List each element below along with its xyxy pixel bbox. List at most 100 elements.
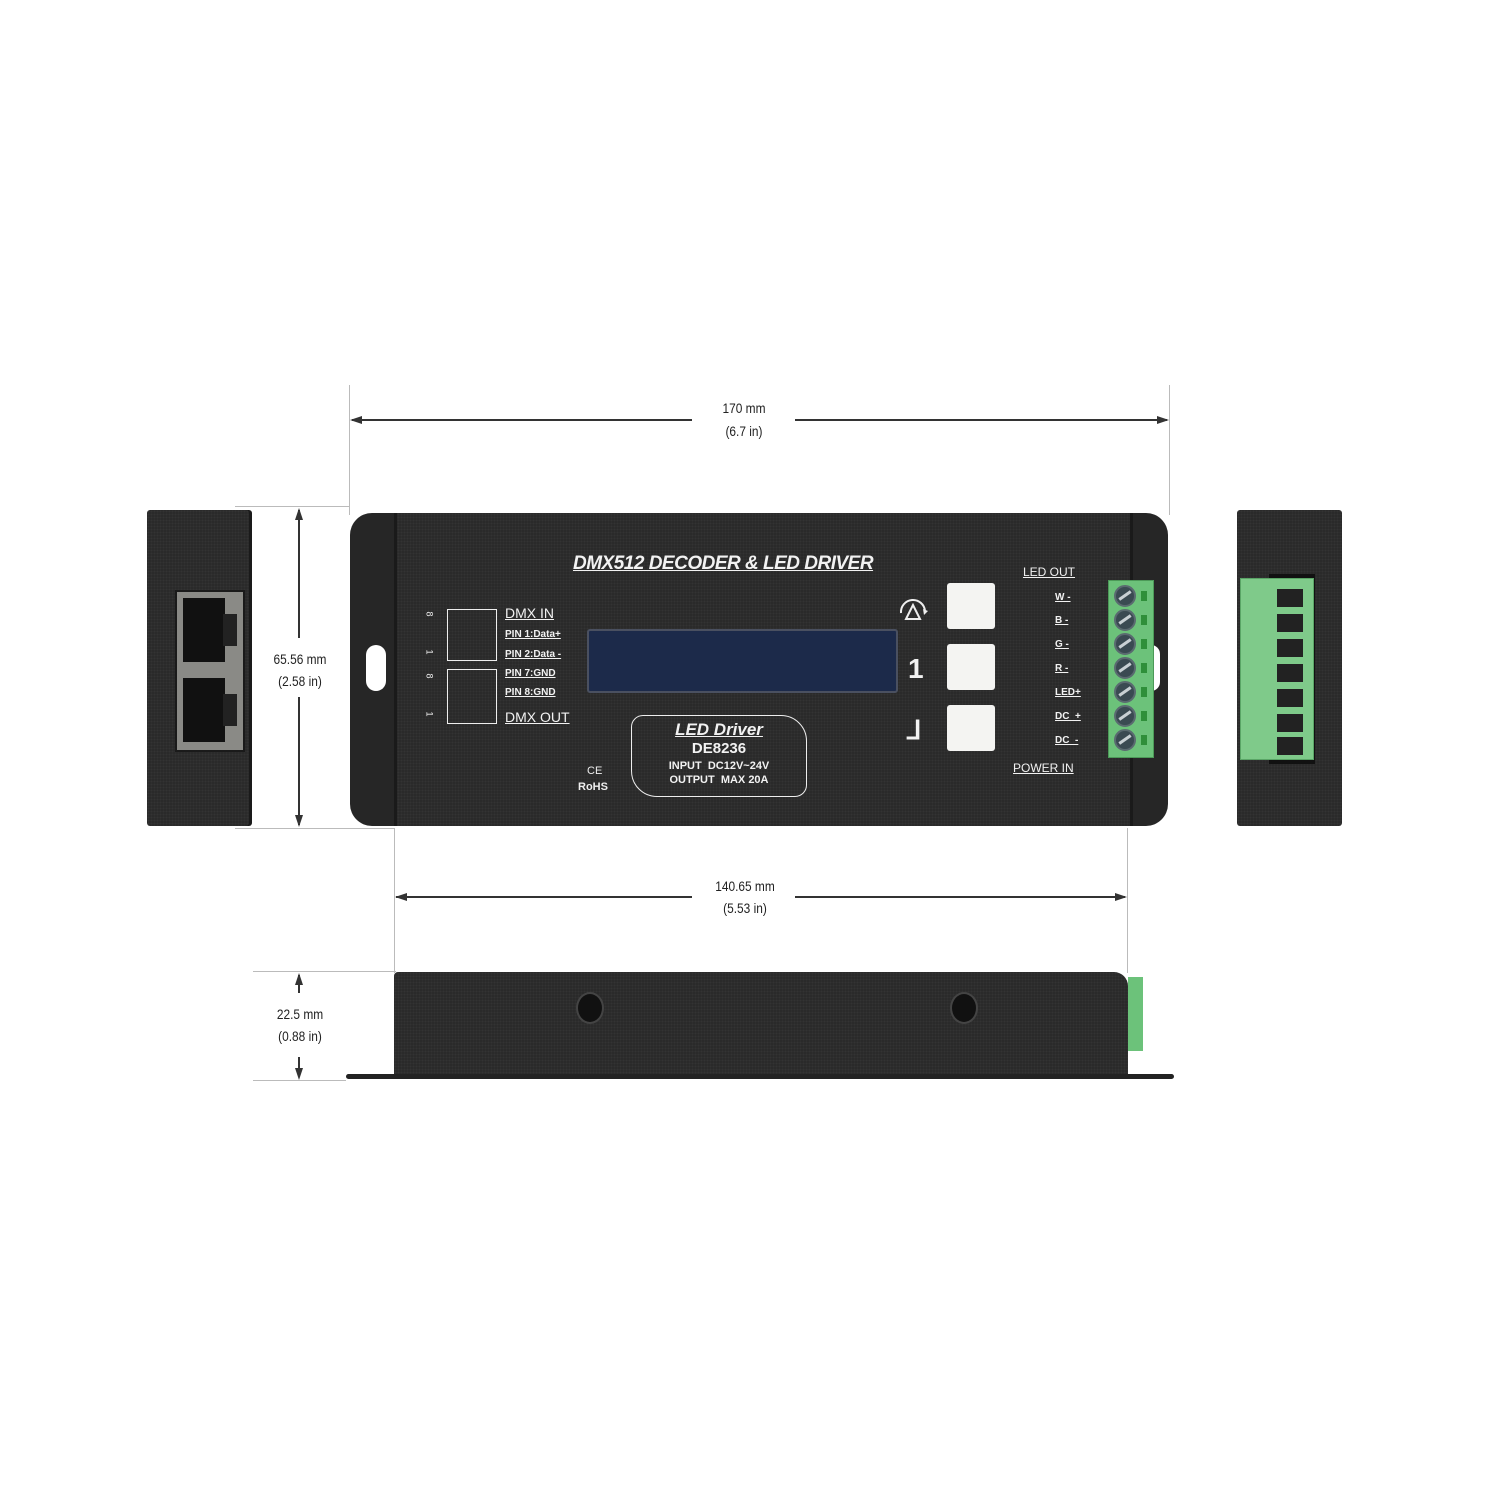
- rj-pin8-in: 8: [424, 611, 435, 617]
- side-screw-right: [950, 992, 978, 1024]
- rj45-diagram-out: [447, 669, 497, 724]
- terminal-label-r: R -: [1055, 663, 1069, 674]
- dimension-line-overall-width-right: [795, 419, 1167, 421]
- side-screw-left: [576, 992, 604, 1024]
- terminal-indicator: [1141, 591, 1147, 601]
- dimension-line-body-width-right: [795, 896, 1125, 898]
- dmx-out-label: DMX OUT: [505, 709, 570, 725]
- dimension-line-height-bottom: [298, 697, 300, 825]
- led-out-label: LED OUT: [1023, 565, 1076, 579]
- extension-line-body-right: [1127, 828, 1128, 973]
- arrow-left-icon: [395, 893, 407, 901]
- rj-pin1-out: 1: [424, 711, 435, 717]
- rj45-tab-out: [223, 694, 237, 726]
- lcd-display: [587, 629, 898, 693]
- extension-line-bottom: [235, 828, 395, 829]
- terminal-opening: [1277, 689, 1303, 707]
- terminal-block: [1108, 580, 1154, 758]
- right-side-view: [1237, 510, 1342, 826]
- front-panel: DMX512 DECODER & LED DRIVER 8 1 8 1 DMX …: [394, 513, 1133, 826]
- arrow-right-icon: [1157, 416, 1169, 424]
- terminal-opening: [1277, 589, 1303, 607]
- arrow-down-icon: [295, 815, 303, 827]
- extension-line-left: [349, 385, 350, 515]
- arrow-left-icon: [350, 416, 362, 424]
- terminal-label-w: W -: [1055, 592, 1071, 603]
- terminal-label-g: G -: [1055, 639, 1069, 650]
- terminal-screw-g[interactable]: [1114, 633, 1136, 655]
- arrow-up-icon: [295, 508, 303, 520]
- terminal-label-dc-plus: DC +: [1055, 711, 1081, 722]
- pin-7-label: PIN 7:GND: [505, 668, 556, 679]
- terminal-opening: [1277, 737, 1303, 755]
- terminal-label-b: B -: [1055, 615, 1069, 626]
- output-spec: OUTPUT MAX 20A: [669, 774, 769, 786]
- mounting-slot-left: [366, 645, 386, 691]
- up-icon: 1: [908, 653, 924, 684]
- arrow-up-icon: [295, 973, 303, 985]
- dimension-line-height-top: [298, 510, 300, 638]
- terminal-opening: [1277, 714, 1303, 732]
- rj45-tab-in: [223, 614, 237, 646]
- extension-line-depth-top: [253, 971, 396, 972]
- model-info-box: LED Driver DE8236 INPUT DC12V~24V OUTPUT…: [631, 715, 807, 797]
- left-side-view: [147, 510, 252, 826]
- bottom-flange: [346, 1074, 1174, 1079]
- arrow-down-icon: [295, 1068, 303, 1080]
- dimension-line-overall-width-left: [352, 419, 692, 421]
- terminal-indicator: [1141, 663, 1147, 673]
- terminal-screw-dc-plus[interactable]: [1114, 705, 1136, 727]
- dimension-line-depth-bottom: [298, 1057, 300, 1077]
- up-button[interactable]: [947, 644, 995, 690]
- ce-mark: CE: [587, 765, 603, 777]
- model-number: DE8236: [691, 740, 747, 757]
- down-button[interactable]: [947, 705, 995, 751]
- rj-pin1-in: 1: [424, 649, 435, 655]
- depth-in: (0.88 in): [278, 1028, 322, 1044]
- mode-button[interactable]: [947, 583, 995, 629]
- terminal-label-led-plus: LED+: [1055, 687, 1081, 698]
- terminal-opening: [1277, 639, 1303, 657]
- pin-2-label: PIN 2:Data -: [505, 649, 562, 660]
- dimension-line-body-width-left: [396, 896, 692, 898]
- rj45-port-out: [183, 678, 225, 742]
- terminal-block-side: [1240, 578, 1314, 760]
- terminal-screw-dc-minus[interactable]: [1114, 729, 1136, 751]
- terminal-screw-led-plus[interactable]: [1114, 681, 1136, 703]
- terminal-opening: [1277, 664, 1303, 682]
- rj45-diagram-in: [447, 609, 497, 661]
- power-in-label: POWER IN: [1013, 761, 1074, 775]
- terminal-screw-b[interactable]: [1114, 609, 1136, 631]
- terminal-indicator: [1141, 639, 1147, 649]
- input-spec: INPUT DC12V~24V: [668, 760, 770, 772]
- overall-width-in: (6.7 in): [725, 423, 763, 439]
- terminal-label-dc-minus: DC -: [1055, 735, 1079, 746]
- pin-8-label: PIN 8:GND: [505, 687, 556, 698]
- rj-pin8-out: 8: [424, 673, 435, 679]
- depth-mm: 22.5 mm: [276, 1006, 324, 1022]
- body-width-mm: 140.65 mm: [715, 878, 775, 894]
- terminal-indicator: [1141, 711, 1147, 721]
- extension-line-body-left: [394, 828, 395, 973]
- model-heading: LED Driver: [675, 720, 763, 739]
- terminal-block-bottom: [1128, 977, 1143, 1051]
- rj45-port-in: [183, 598, 225, 662]
- down-icon: ⅃: [907, 715, 922, 745]
- extension-line-top: [235, 506, 350, 507]
- mode-icon: [897, 597, 929, 625]
- terminal-opening: [1277, 614, 1303, 632]
- bottom-side-view: [394, 972, 1128, 1074]
- body-width-in: (5.53 in): [723, 900, 767, 916]
- terminal-screw-r[interactable]: [1114, 657, 1136, 679]
- overall-width-mm: 170 mm: [722, 400, 766, 416]
- extension-line-right: [1169, 385, 1170, 515]
- dmx-in-label: DMX IN: [505, 605, 554, 621]
- terminal-indicator: [1141, 615, 1147, 625]
- terminal-indicator: [1141, 687, 1147, 697]
- terminal-screw-w[interactable]: [1114, 585, 1136, 607]
- terminal-indicator: [1141, 735, 1147, 745]
- rj45-housing: [175, 590, 245, 752]
- height-in: (2.58 in): [278, 673, 322, 689]
- height-mm: 65.56 mm: [273, 651, 327, 667]
- product-title: DMX512 DECODER & LED DRIVER: [573, 553, 874, 574]
